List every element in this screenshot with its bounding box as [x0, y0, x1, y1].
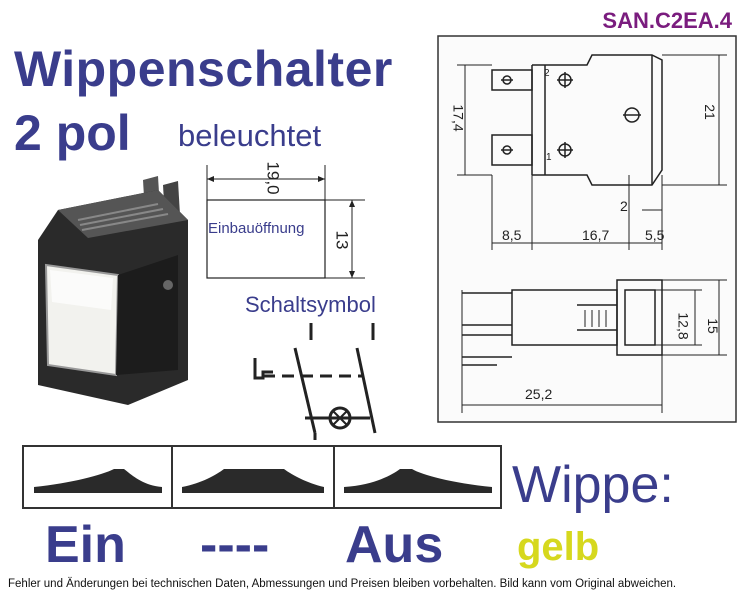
- cutout-width: 19,0: [263, 161, 283, 195]
- dim-15: 15: [704, 318, 721, 334]
- product-title: Wippenschalter: [14, 41, 393, 97]
- dim-17-4: 17,4: [450, 104, 467, 132]
- position-neutral: ----: [200, 516, 270, 574]
- dim-8-5: 8,5: [502, 227, 522, 243]
- rocker-shape-neutral: [182, 469, 324, 493]
- dim-21: 21: [701, 104, 718, 120]
- switch-symbol: [253, 323, 377, 440]
- cutout-label: Einbauöffnung: [208, 220, 305, 237]
- terminal-1-label: 1: [546, 152, 552, 163]
- rocker-shape-off: [344, 469, 492, 493]
- illuminated-label: beleuchtet: [178, 118, 322, 153]
- disclaimer: Fehler und Änderungen bei technischen Da…: [8, 578, 677, 590]
- rocker-shape-on: [34, 469, 162, 493]
- position-on: Ein: [45, 516, 126, 574]
- dim-25-2: 25,2: [525, 386, 553, 402]
- terminal-2-label: 2: [544, 68, 550, 79]
- rocker-positions: [22, 445, 502, 509]
- symbol-title: Schaltsymbol: [245, 292, 376, 317]
- dim-5-5: 5,5: [645, 227, 665, 243]
- cutout-height: 13: [332, 230, 352, 250]
- technical-drawing: [437, 35, 737, 423]
- dim-12-8: 12,8: [675, 312, 692, 340]
- pole-count: 2 pol: [14, 105, 131, 161]
- position-off: Aus: [345, 516, 444, 574]
- dim-16-7: 16,7: [582, 227, 610, 243]
- rocker-label: Wippe:: [512, 456, 674, 514]
- cutout-drawing: [206, 165, 365, 279]
- product-photo: [38, 176, 188, 405]
- article-code: SAN.C2EA.4: [602, 8, 732, 33]
- rocker-color: gelb: [517, 525, 600, 569]
- dim-2: 2: [620, 198, 628, 214]
